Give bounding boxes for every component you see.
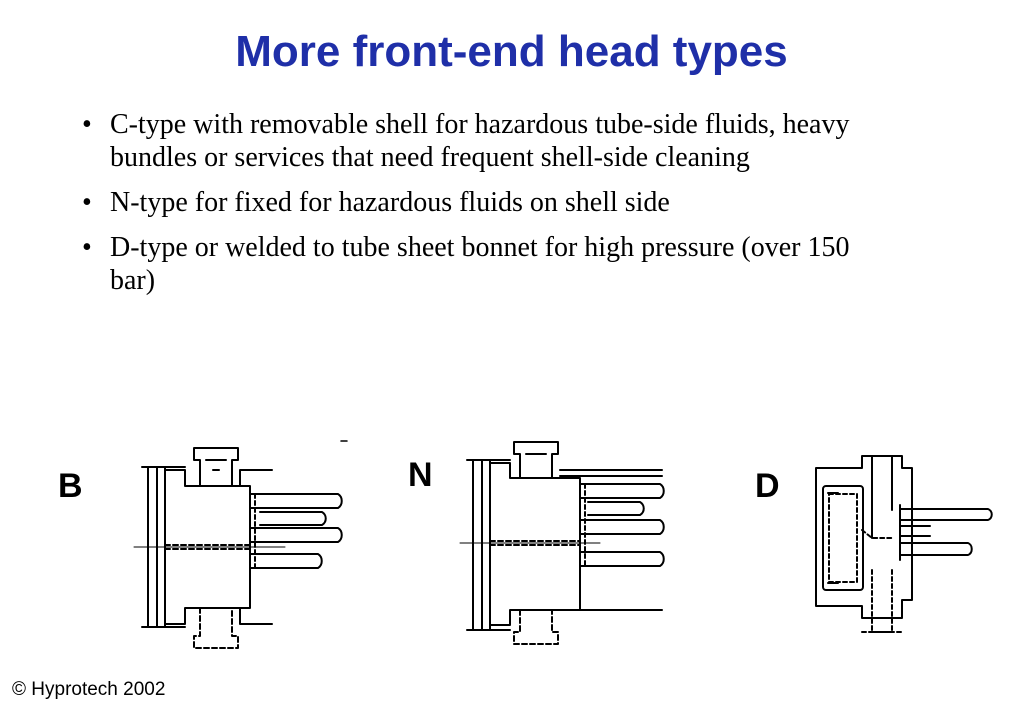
b-tube bbox=[259, 511, 327, 526]
slide-title: More front-end head types bbox=[235, 27, 788, 76]
b-bottom-nozzle bbox=[193, 607, 239, 649]
bullet-item: C-type with removable shell for hazardou… bbox=[82, 108, 882, 174]
diagram-label-b: B bbox=[58, 467, 83, 505]
b-tube bbox=[249, 527, 343, 543]
b-tube bbox=[249, 493, 343, 509]
bullet-list: C-type with removable shell for hazardou… bbox=[82, 108, 882, 309]
d-tube bbox=[899, 508, 993, 521]
b-tube bbox=[249, 553, 323, 569]
d-type-head-diagram bbox=[815, 455, 993, 633]
bullet-item: D-type or welded to tube sheet bonnet fo… bbox=[82, 231, 882, 297]
b-type-head-diagram bbox=[133, 440, 348, 649]
n-top-nozzle bbox=[513, 441, 559, 479]
bullet-item: N-type for fixed for hazardous fluids on… bbox=[82, 186, 882, 219]
n-tube bbox=[579, 483, 665, 499]
d-outer-body bbox=[815, 455, 913, 619]
n-bottom-nozzle bbox=[513, 609, 559, 645]
d-bottom-nozzle bbox=[871, 569, 893, 633]
n-tube bbox=[587, 501, 645, 516]
diagram-label-d: D bbox=[755, 467, 780, 505]
n-tube bbox=[579, 551, 665, 567]
n-tube-sheet bbox=[472, 459, 483, 631]
n-tube bbox=[579, 519, 665, 535]
diagram-label-n: N bbox=[408, 456, 433, 494]
n-type-head-diagram bbox=[459, 441, 665, 645]
d-tube bbox=[899, 542, 973, 556]
b-top-nozzle bbox=[193, 447, 239, 487]
copyright-footer: © Hyprotech 2002 bbox=[12, 679, 166, 700]
